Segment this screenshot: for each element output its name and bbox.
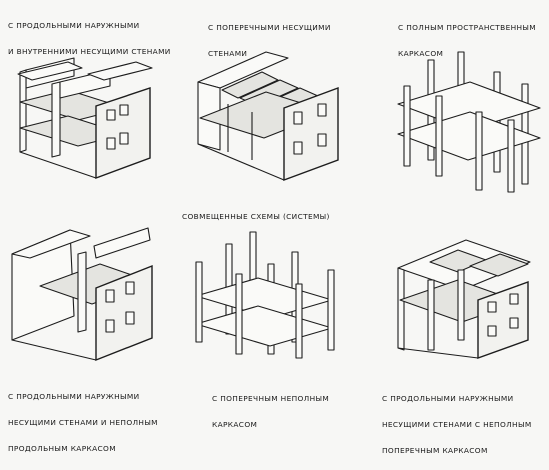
caption-line: С ПРОДОЛЬНЫМИ НАРУЖНЫМИ — [8, 21, 140, 30]
scheme-transverse-incomplete-frame — [195, 231, 335, 359]
caption-line: С ПРОДОЛЬНЫМИ НАРУЖНЫМИ — [382, 394, 514, 403]
scheme-longitudinal-incomplete-frame — [11, 227, 153, 362]
caption-line: СТЕНАМИ — [208, 49, 248, 58]
caption-line: НЕСУЩИМИ СТЕНАМИ И НЕПОЛНЫМ — [8, 418, 158, 427]
caption-line: ПОПЕРЕЧНЫМ КАРКАСОМ — [382, 446, 488, 455]
center-title: СОВМЕЩЕННЫЕ СХЕМЫ (СИСТЕМЫ) — [182, 212, 330, 221]
caption-line: ПРОДОЛЬНЫМ КАРКАСОМ — [8, 444, 116, 453]
caption-line: С ПОЛНЫМ ПРОСТРАНСТВЕННЫМ — [398, 23, 536, 32]
caption-line: С ПОПЕРЕЧНЫМ НЕПОЛНЫМ — [212, 394, 330, 403]
scheme-full-frame — [397, 51, 541, 193]
scheme-walls-transverse-incomplete-frame — [397, 239, 531, 359]
caption-longitudinal-walls: С ПРОДОЛЬНЫМИ НАРУЖНЫМИ И ВНУТРЕННИМИ НЕ… — [8, 6, 171, 71]
caption-transverse-walls: С ПОПЕРЕЧНЫМИ НЕСУЩИМИ СТЕНАМИ — [208, 8, 331, 73]
caption-line: И ВНУТРЕННИМИ НЕСУЩИМИ СТЕНАМИ — [8, 47, 171, 56]
caption-line: КАРКАСОМ — [398, 49, 444, 58]
caption-line: С ПРОДОЛЬНЫМИ НАРУЖНЫМИ — [8, 392, 140, 401]
caption-line: НЕСУЩИМИ СТЕНАМИ С НЕПОЛНЫМ — [382, 420, 532, 429]
caption-line: С ПОПЕРЕЧНЫМИ НЕСУЩИМИ — [208, 23, 331, 32]
caption-full-frame: С ПОЛНЫМ ПРОСТРАНСТВЕННЫМ КАРКАСОМ — [398, 8, 536, 73]
scheme-transverse-walls — [197, 51, 339, 182]
caption-line: КАРКАСОМ — [212, 420, 258, 429]
caption-transverse-incomplete-frame: С ПОПЕРЕЧНЫМ НЕПОЛНЫМ КАРКАСОМ — [212, 379, 329, 444]
scheme-longitudinal-walls — [17, 57, 153, 180]
